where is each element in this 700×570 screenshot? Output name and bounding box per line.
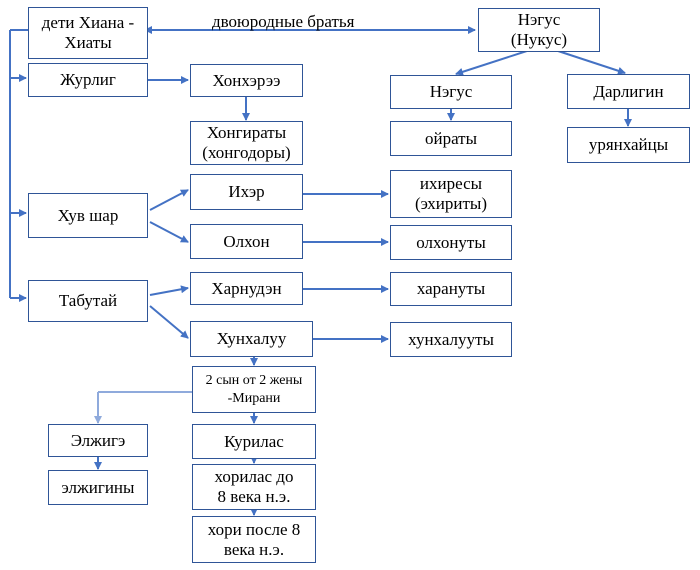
- node-children-of-khian: дети Хиана - Хиаты: [28, 7, 148, 59]
- arrow-to-negus: [455, 49, 531, 76]
- node-khori: хори после 8 века н.э.: [192, 516, 316, 563]
- arrow-to-darligin: [554, 49, 626, 75]
- node-tabutai: Табутай: [28, 280, 148, 322]
- node-khongiraty: Хонгираты (хонгодоры): [190, 121, 303, 165]
- arrow-to-khunkhaluu: [149, 305, 189, 339]
- cousins-label: двоюродные братья: [212, 12, 355, 31]
- node-khorilas: хорилас до 8 века н.э.: [192, 464, 316, 510]
- node-khunkhaluuty: хунхалууты: [390, 322, 512, 357]
- node-ikher: Ихэр: [190, 174, 303, 210]
- node-negus: Нэгус: [390, 75, 512, 109]
- node-khonkheree: Хонхэрээ: [190, 64, 303, 97]
- node-darligin: Дарлигин: [567, 74, 690, 109]
- node-khunkhaluu: Хунхалуу: [190, 321, 313, 357]
- node-olkhonuty: олхонуты: [390, 225, 512, 260]
- node-elzhiginy: элжигины: [48, 470, 148, 505]
- arrow-to-olkhon: [149, 221, 189, 243]
- node-two-sons-mirani: 2 сын от 2 жены -Мирани: [192, 366, 316, 413]
- node-negus-nukus: Нэгус (Нукус): [478, 8, 600, 52]
- node-kurilas: Курилас: [192, 424, 316, 459]
- node-khuv-shar: Хув шар: [28, 193, 148, 238]
- node-zhurlig: Журлиг: [28, 63, 148, 97]
- arrow-to-kharnuden: [149, 285, 189, 296]
- node-ikhiresy: ихиресы (эхириты): [390, 170, 512, 218]
- node-kharanuty: харануты: [390, 272, 512, 306]
- node-kharnuden: Харнудэн: [190, 272, 303, 305]
- node-elzhige: Элжигэ: [48, 424, 148, 457]
- node-uriankhai: урянхайцы: [567, 127, 690, 163]
- arrow-to-ikher: [149, 189, 189, 211]
- node-olkhon: Олхон: [190, 224, 303, 259]
- node-oiraty: ойраты: [390, 121, 512, 156]
